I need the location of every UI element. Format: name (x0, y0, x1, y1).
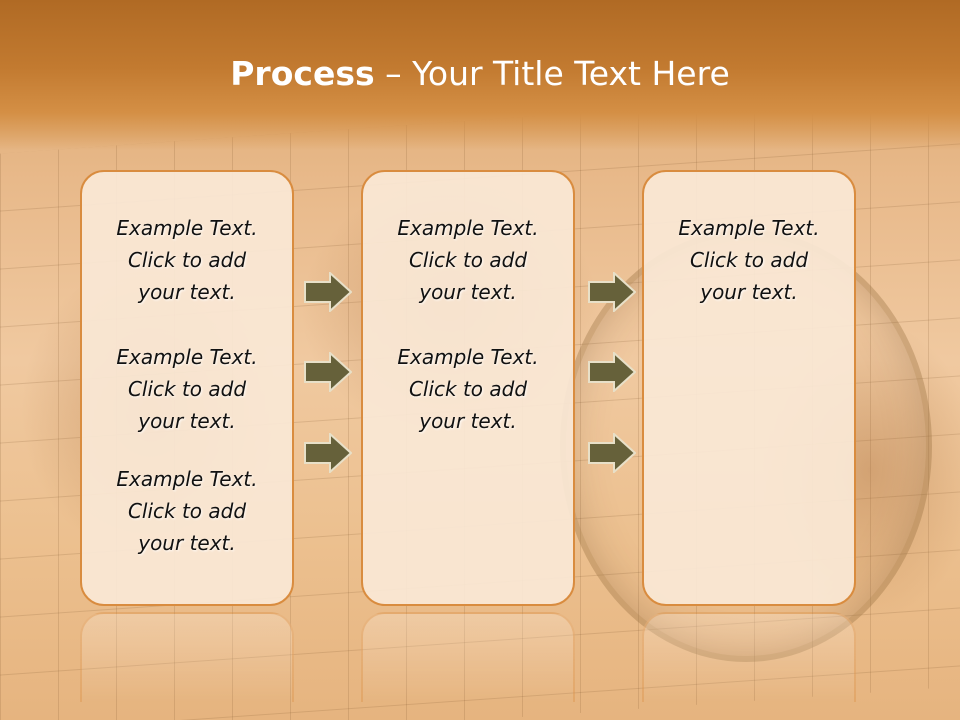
right-arrow-icon[interactable] (588, 433, 636, 473)
right-arrow-icon[interactable] (588, 352, 636, 392)
text-block[interactable]: Example Text. Click to add your text. (116, 216, 258, 304)
title-rest: – Your Title Text Here (385, 54, 730, 93)
process-card-1[interactable]: Example Text. Click to add your text. Ex… (80, 170, 294, 606)
header-band (0, 0, 960, 150)
process-card-2[interactable]: Example Text. Click to add your text. Ex… (361, 170, 575, 606)
text-block[interactable]: Example Text. Click to add your text. (116, 345, 258, 433)
card-reflection (361, 612, 575, 702)
text-block[interactable]: Example Text. Click to add your text. (397, 345, 539, 433)
right-arrow-icon[interactable] (304, 272, 352, 312)
text-block[interactable]: Example Text. Click to add your text. (116, 467, 258, 555)
right-arrow-icon[interactable] (304, 352, 352, 392)
text-block[interactable]: Example Text. Click to add your text. (397, 216, 539, 304)
process-card-3[interactable]: Example Text. Click to add your text. (642, 170, 856, 606)
slide-title[interactable]: Process – Your Title Text Here (0, 54, 960, 93)
text-block[interactable]: Example Text. Click to add your text. (678, 216, 820, 304)
card-reflection (80, 612, 294, 702)
title-bold: Process (230, 54, 375, 93)
card-reflection (642, 612, 856, 702)
right-arrow-icon[interactable] (304, 433, 352, 473)
right-arrow-icon[interactable] (588, 272, 636, 312)
